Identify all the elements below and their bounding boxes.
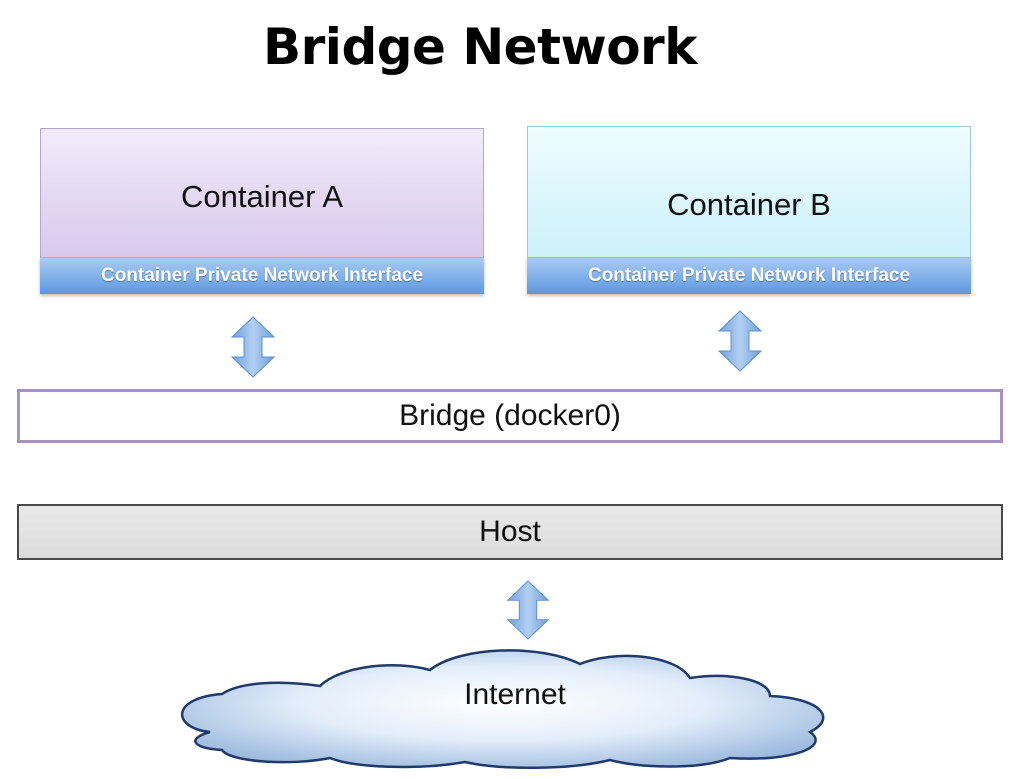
- bridge-box: Bridge (docker0): [17, 389, 1003, 443]
- double-arrow-icon: [230, 316, 276, 378]
- container-a-box: Container A Container Private Network In…: [40, 128, 484, 294]
- container-a-label: Container A: [181, 179, 343, 214]
- double-arrow-icon: [717, 310, 763, 372]
- internet-label: Internet: [464, 678, 566, 711]
- container-a-interface-bar: Container Private Network Interface: [40, 257, 484, 294]
- double-arrow-icon: [506, 580, 550, 640]
- cloud-icon: [180, 649, 825, 770]
- host-box: Host: [17, 504, 1003, 560]
- container-b-label: Container B: [667, 187, 831, 222]
- diagram-title: Bridge Network: [263, 18, 697, 76]
- container-b-interface-bar: Container Private Network Interface: [527, 257, 971, 294]
- container-b-box: Container B Container Private Network In…: [527, 126, 971, 294]
